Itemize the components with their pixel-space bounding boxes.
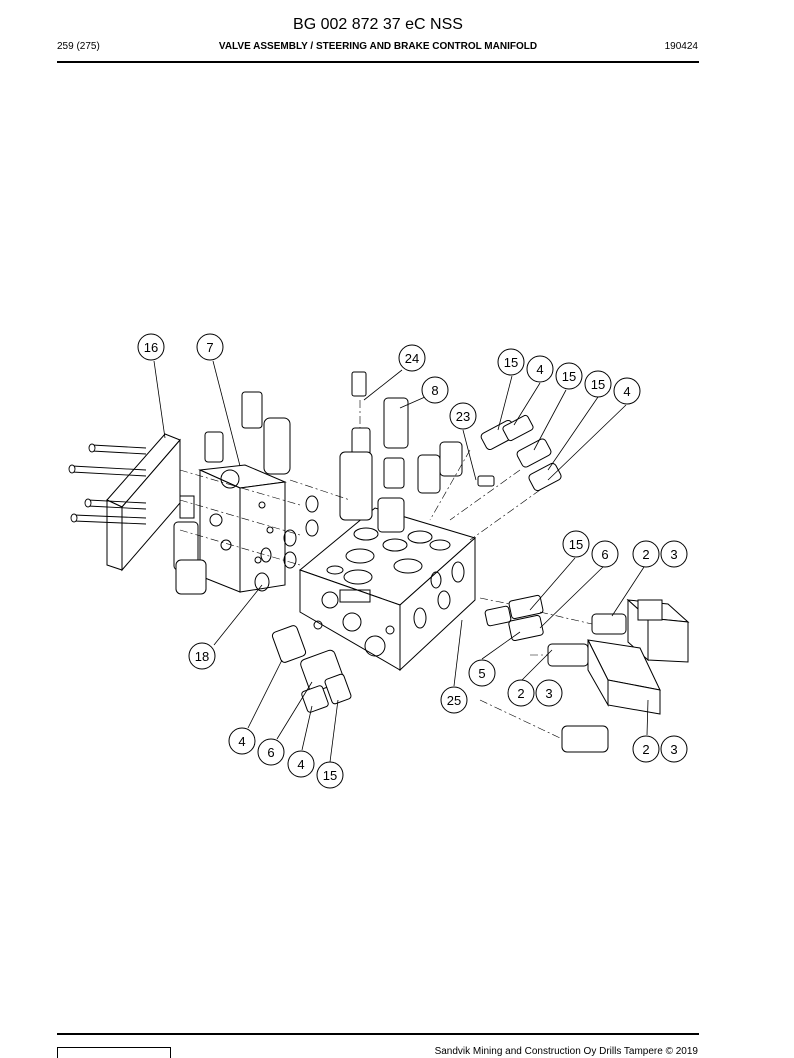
callout-6: 6 <box>257 738 285 766</box>
callout-2: 2 <box>632 735 660 763</box>
callout-15: 15 <box>555 362 583 390</box>
svg-text:3: 3 <box>670 742 677 757</box>
svg-text:4: 4 <box>623 384 630 399</box>
callout-2: 2 <box>632 540 660 568</box>
top-cartridges <box>339 371 463 533</box>
revision-date: 190424 <box>664 41 698 52</box>
lower-loose-cartridges <box>271 625 352 713</box>
svg-text:3: 3 <box>545 686 552 701</box>
side-cartridges <box>484 594 544 642</box>
callout-15: 15 <box>562 530 590 558</box>
svg-text:3: 3 <box>670 547 677 562</box>
svg-text:25: 25 <box>447 693 461 708</box>
callout-6: 6 <box>591 540 619 568</box>
svg-text:4: 4 <box>238 734 245 749</box>
callout-15: 15 <box>584 370 612 398</box>
svg-text:2: 2 <box>642 547 649 562</box>
section-title: VALVE ASSEMBLY / STEERING AND BRAKE CONT… <box>218 41 538 52</box>
svg-text:6: 6 <box>267 745 274 760</box>
callout-4: 4 <box>228 727 256 755</box>
callout-25: 25 <box>440 686 468 714</box>
svg-text:8: 8 <box>431 383 438 398</box>
svg-text:16: 16 <box>144 340 158 355</box>
callout-3: 3 <box>660 540 688 568</box>
svg-text:15: 15 <box>562 369 576 384</box>
callout-4: 4 <box>526 355 554 383</box>
svg-text:2: 2 <box>642 742 649 757</box>
svg-text:4: 4 <box>536 362 543 377</box>
callout-7: 7 <box>196 333 224 361</box>
callout-4: 4 <box>613 377 641 405</box>
callout-18: 18 <box>188 642 216 670</box>
svg-text:4: 4 <box>297 757 304 772</box>
left-valve-body <box>198 464 287 593</box>
header-rule <box>57 61 699 63</box>
svg-text:7: 7 <box>206 340 213 355</box>
svg-text:18: 18 <box>195 649 209 664</box>
callout-23: 23 <box>449 402 477 430</box>
callout-16: 16 <box>137 333 165 361</box>
svg-text:6: 6 <box>601 547 608 562</box>
main-manifold <box>298 507 476 672</box>
callout-24: 24 <box>398 344 426 372</box>
assembly-lines <box>179 400 593 739</box>
upper-right-cartridges <box>477 414 562 492</box>
document-title: BG 002 872 37 eC NSS <box>293 16 463 33</box>
svg-text:24: 24 <box>405 351 419 366</box>
callout-15: 15 <box>316 761 344 789</box>
o-rings <box>254 495 319 592</box>
svg-text:15: 15 <box>591 377 605 392</box>
svg-text:23: 23 <box>456 409 470 424</box>
callout-15: 15 <box>497 348 525 376</box>
callout-3: 3 <box>535 679 563 707</box>
callout-5: 5 <box>468 659 496 687</box>
page-number: 259 (275) <box>57 41 100 52</box>
svg-text:5: 5 <box>478 666 485 681</box>
callout-8: 8 <box>421 376 449 404</box>
callout-3: 3 <box>660 735 688 763</box>
leader-lines <box>153 360 649 763</box>
svg-text:15: 15 <box>569 537 583 552</box>
backing-plate <box>106 433 181 572</box>
svg-text:2: 2 <box>517 686 524 701</box>
callout-4: 4 <box>287 750 315 778</box>
left-solenoid-cartridges <box>173 391 291 595</box>
svg-text:15: 15 <box>504 355 518 370</box>
footer-copyright: Sandvik Mining and Construction Oy Drill… <box>434 1046 698 1057</box>
callout-2: 2 <box>507 679 535 707</box>
footer-rule <box>57 1033 699 1035</box>
solenoid-assembly <box>547 598 690 753</box>
svg-text:15: 15 <box>323 768 337 783</box>
mounting-bolts <box>68 443 147 525</box>
